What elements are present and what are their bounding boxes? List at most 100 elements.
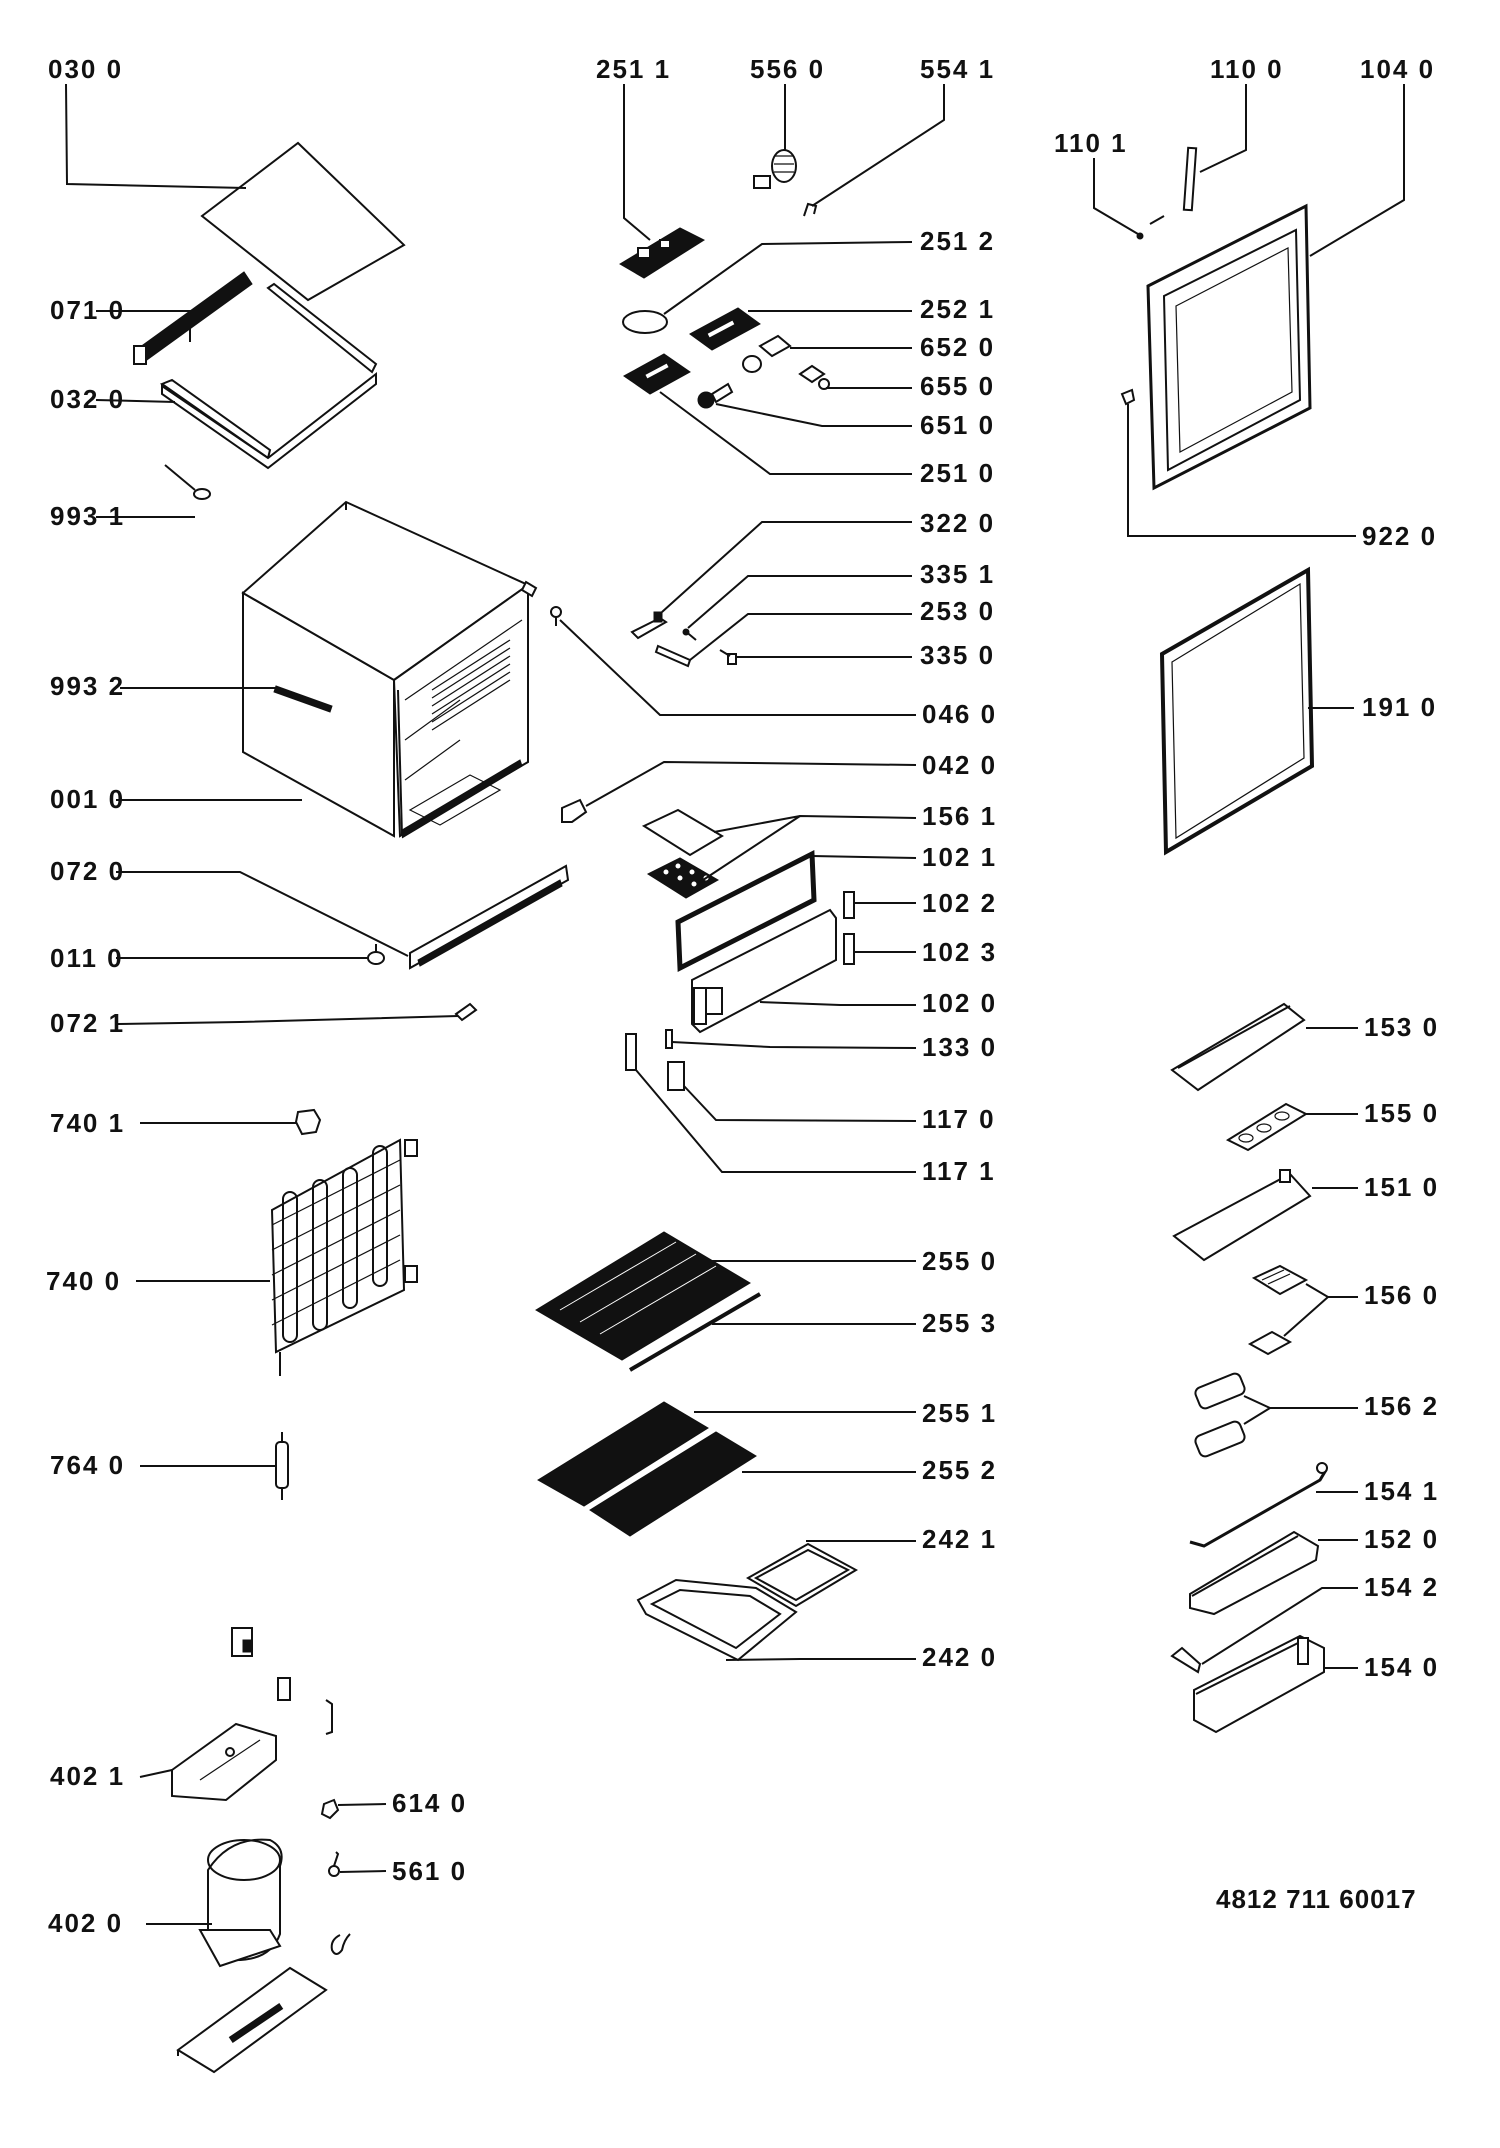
part-104-0-door: 104 0 [1146,54,1435,491]
part-072-1-clip: 072 1 [50,1002,478,1038]
part-042-0-hinge: 042 0 [561,750,997,823]
label-242-0: 242 0 [922,1642,997,1672]
part-155-0-egg-tray: 155 0 [1225,1098,1437,1152]
label-046-0: 046 0 [922,699,997,729]
leader-651-0 [715,403,912,427]
part-191-0-door-gasket: 191 0 [1159,566,1437,856]
part-001-0-cabinet: 001 0 [50,500,538,839]
part-152-0-door-bin: 152 0 [1189,1524,1437,1616]
part-wire-clip [330,1933,351,1955]
part-153-0-door-shelf: 153 0 [1170,1002,1437,1092]
label-322-0: 322 0 [920,508,995,538]
label-102-1: 102 1 [922,842,997,872]
part-154-1-bottle-rail: 154 1 [1189,1462,1439,1548]
leader-102-1 [811,855,917,859]
part-110-0-door-handle: 110 0 [1182,54,1284,212]
part-556-0-thermostat: 556 0 [750,54,825,189]
part-clip [325,1699,333,1735]
label-156-0: 156 0 [1364,1280,1439,1310]
leader-156-0 [1305,1283,1358,1298]
label-104-0: 104 0 [1360,54,1435,84]
label-154-1: 154 1 [1364,1476,1439,1506]
label-102-3: 102 3 [922,937,997,967]
leader-102-0 [759,1001,916,1006]
part-402-0-compressor: 402 0 [48,1838,283,1968]
label-030-0: 030 0 [48,54,123,84]
part-252-1-lamp-cover: 252 1 [689,294,993,351]
part-255-1-shelf-front: 255 1 [537,1398,995,1507]
part-651-0-lamp-holder: 651 0 [697,382,993,440]
part-242-0-large-crisper: 242 0 [636,1578,997,1672]
leader-251-1 [623,84,651,241]
label-402-1: 402 1 [50,1761,125,1791]
label-117-0: 117 0 [922,1104,996,1134]
part-922-0-stop: 922 0 [1120,388,1435,551]
part-032-0-frame: 032 0 [50,282,378,470]
part-255-0-shelf: 255 0 [535,1231,997,1361]
label-556-0: 556 0 [750,54,825,84]
label-110-0: 110 0 [1210,54,1284,84]
label-255-0: 255 0 [922,1246,997,1276]
leader-922-0 [1127,404,1356,537]
label-154-0: 154 0 [1364,1652,1439,1682]
part-614-0-grommet: 614 0 [320,1788,467,1820]
part-554-1-clip: 554 1 [803,54,995,217]
leader-104-0 [1309,84,1405,257]
leader-154-2 [1201,1587,1358,1665]
label-740-1: 740 1 [50,1108,125,1138]
label-335-1: 335 1 [920,559,995,589]
part-322-0-latch: 322 0 [630,508,995,640]
part-335-0-screw: 335 0 [719,640,993,670]
label-154-2: 154 2 [1364,1572,1439,1602]
part-117-1-bracket: 117 1 [625,1033,996,1186]
part-655-0-connector: 655 0 [798,364,995,401]
part-compressor-baseplate [176,1966,328,2074]
label-402-0: 402 0 [48,1908,123,1938]
leader-402-1 [139,1769,173,1778]
leader-242-0 [725,1658,916,1661]
part-402-1-terminal-cover: 402 1 [50,1722,277,1802]
label-251-0: 251 0 [920,458,995,488]
part-110-1-screw: 110 1 [1054,128,1165,240]
part-046-0-hinge-pin: 046 0 [550,606,997,729]
part-242-1-small-crisper: 242 1 [745,1524,995,1608]
leader-251-0 [659,391,912,475]
part-251-2-knob: 251 2 [622,226,993,334]
part-156-1-ice-trays: 156 1 [641,801,995,899]
label-655-0: 655 0 [920,371,995,401]
part-993-1-sensor: 993 1 [50,464,211,531]
leader-335-1 [687,575,912,629]
leader-110-1 [1093,158,1139,235]
label-740-0: 740 0 [46,1266,121,1296]
leader-133-0 [671,1041,917,1049]
leader-072-0 [116,871,409,957]
leader-042-0 [585,760,917,807]
part-251-0-control-panel: 251 0 [623,353,995,488]
leader-030-0 [65,83,247,189]
label-191-0: 191 0 [1362,692,1437,722]
leader-110-0 [1199,84,1247,173]
label-117-1: 117 1 [922,1156,996,1186]
leader-032-0 [95,399,176,403]
label-561-0: 561 0 [392,1856,467,1886]
part-030-0-top-cover: 030 0 [48,54,406,302]
part-156-2-trays: 156 2 [1194,1372,1437,1458]
label-614-0: 614 0 [392,1788,467,1818]
label-253-0: 253 0 [920,596,995,626]
label-554-1: 554 1 [920,54,995,84]
part-652-0-switch: 652 0 [742,332,993,373]
label-151-0: 151 0 [1364,1172,1439,1202]
label-011-0: 011 0 [50,943,124,973]
part-561-0-clamp: 561 0 [328,1851,467,1886]
label-001-0: 001 0 [50,784,125,814]
part-154-2-clip: 154 2 [1170,1572,1439,1674]
label-102-2: 102 2 [922,888,997,918]
label-133-0: 133 0 [922,1032,997,1062]
label-072-1: 072 1 [50,1008,125,1038]
part-253-0-rod: 253 0 [654,596,995,668]
part-102-2-hinge: 102 2 [843,888,997,919]
label-764-0: 764 0 [50,1450,125,1480]
label-042-0: 042 0 [922,750,997,780]
label-255-2: 255 2 [922,1455,997,1485]
